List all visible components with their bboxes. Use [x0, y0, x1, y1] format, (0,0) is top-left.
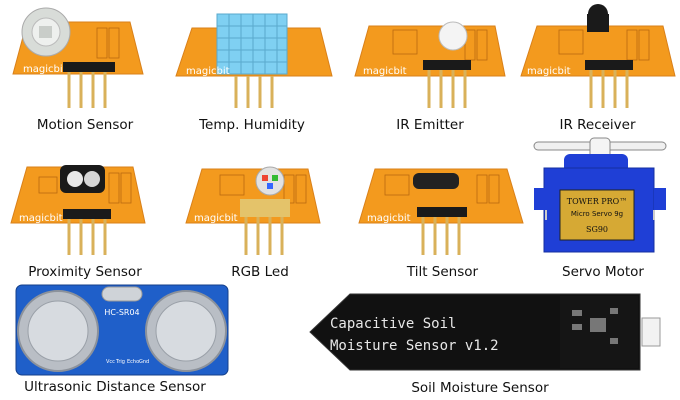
svg-text:Moisture Sensor v1.2: Moisture Sensor v1.2	[330, 338, 499, 354]
svg-text:Echo: Echo	[127, 359, 139, 365]
product-tilt-sensor[interactable]: magicbit Tilt Sensor	[355, 145, 525, 285]
svg-text:TOWER PRO™: TOWER PRO™	[567, 197, 628, 206]
servo-motor-image: TOWER PRO™ Micro Servo 9g SG90	[533, 137, 667, 253]
product-servo-motor[interactable]: TOWER PRO™ Micro Servo 9g SG90 Servo Mot…	[528, 137, 678, 288]
proximity-sensor-board-image: magicbit	[10, 165, 146, 255]
svg-text:HC-SR04: HC-SR04	[104, 308, 139, 317]
product-label: Temp. Humidity	[199, 117, 305, 133]
product-label: IR Emitter	[396, 117, 464, 133]
product-rgb-led[interactable]: magicbit RGB Led	[180, 145, 330, 285]
product-label: Tilt Sensor	[406, 264, 479, 280]
product-motion-sensor[interactable]: magicbit Motion Sensor	[5, 0, 145, 140]
product-ir-emitter[interactable]: magicbit IR Emitter	[345, 0, 506, 140]
svg-text:Vcc: Vcc	[106, 359, 115, 365]
rgb-led-board-image: magicbit	[185, 166, 321, 255]
product-label: Ultrasonic Distance Sensor	[24, 379, 206, 395]
svg-text:magicbit: magicbit	[194, 213, 238, 224]
svg-text:magicbit: magicbit	[363, 66, 407, 77]
svg-text:Capacitive Soil: Capacitive Soil	[330, 316, 456, 332]
product-proximity-sensor[interactable]: magicbit Proximity Sensor	[5, 145, 160, 285]
product-label: Proximity Sensor	[28, 264, 142, 280]
product-label: RGB Led	[231, 264, 289, 280]
svg-text:magicbit: magicbit	[23, 64, 67, 75]
svg-text:magicbit: magicbit	[367, 213, 411, 224]
soil-moisture-sensor-image: Capacitive Soil Moisture Sensor v1.2	[309, 293, 661, 371]
product-label: IR Receiver	[559, 117, 636, 133]
svg-text:magicbit: magicbit	[19, 213, 63, 224]
product-temp-humidity[interactable]: magicbit Temp. Humidity	[172, 0, 333, 140]
ir-receiver-board-image: magicbit	[520, 4, 676, 108]
svg-text:SG90: SG90	[586, 225, 608, 234]
svg-text:Trig: Trig	[115, 359, 125, 365]
product-label: Servo Motor	[562, 264, 644, 280]
product-ir-receiver[interactable]: magicbit IR Receiver	[515, 0, 676, 140]
product-soil-moisture-sensor[interactable]: Capacitive Soil Moisture Sensor v1.2 Soi…	[309, 290, 670, 400]
svg-text:magicbit: magicbit	[527, 66, 571, 77]
product-label: Soil Moisture Sensor	[411, 380, 549, 396]
svg-text:magicbit: magicbit	[186, 66, 230, 77]
temp-humidity-board-image: magicbit	[175, 13, 333, 108]
svg-text:Micro Servo 9g: Micro Servo 9g	[571, 210, 623, 218]
product-label: Motion Sensor	[36, 117, 134, 133]
tilt-sensor-board-image: magicbit	[358, 168, 524, 255]
motion-sensor-board-image: magicbit	[12, 7, 144, 108]
ir-emitter-board-image: magicbit	[354, 21, 506, 108]
svg-text:Gnd: Gnd	[139, 359, 149, 365]
